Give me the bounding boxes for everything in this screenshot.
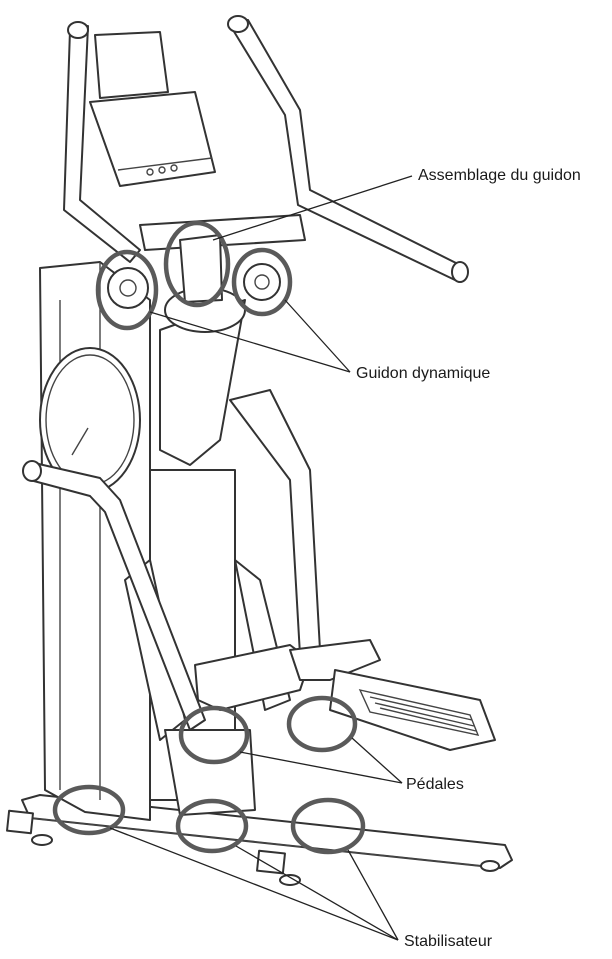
- label-pedals: Pédales: [406, 776, 464, 793]
- ring-stabilizer-left: [52, 784, 126, 836]
- ring-pedal-left: [178, 705, 250, 765]
- ring-stabilizer-center: [175, 798, 249, 854]
- ring-dynamic-left: [95, 249, 159, 331]
- ring-stabilizer-right: [290, 797, 366, 855]
- ring-handlebar-assembly: [163, 220, 231, 308]
- console-tablet: [89, 31, 216, 187]
- label-stabilizer: Stabilisateur: [404, 933, 493, 950]
- ring-dynamic-right: [231, 247, 293, 317]
- pedals-drawing: [194, 639, 496, 751]
- ring-pedal-right: [286, 695, 358, 753]
- leader-lines: [109, 175, 413, 941]
- lower-handle: [22, 460, 206, 731]
- label-dynamic-handlebar: Guidon dynamique: [356, 365, 490, 382]
- label-handlebar-assembly: Assemblage du guidon: [418, 167, 581, 184]
- flywheel: [39, 347, 141, 493]
- callout-rings: [52, 220, 366, 855]
- pivot-joints: [107, 234, 281, 309]
